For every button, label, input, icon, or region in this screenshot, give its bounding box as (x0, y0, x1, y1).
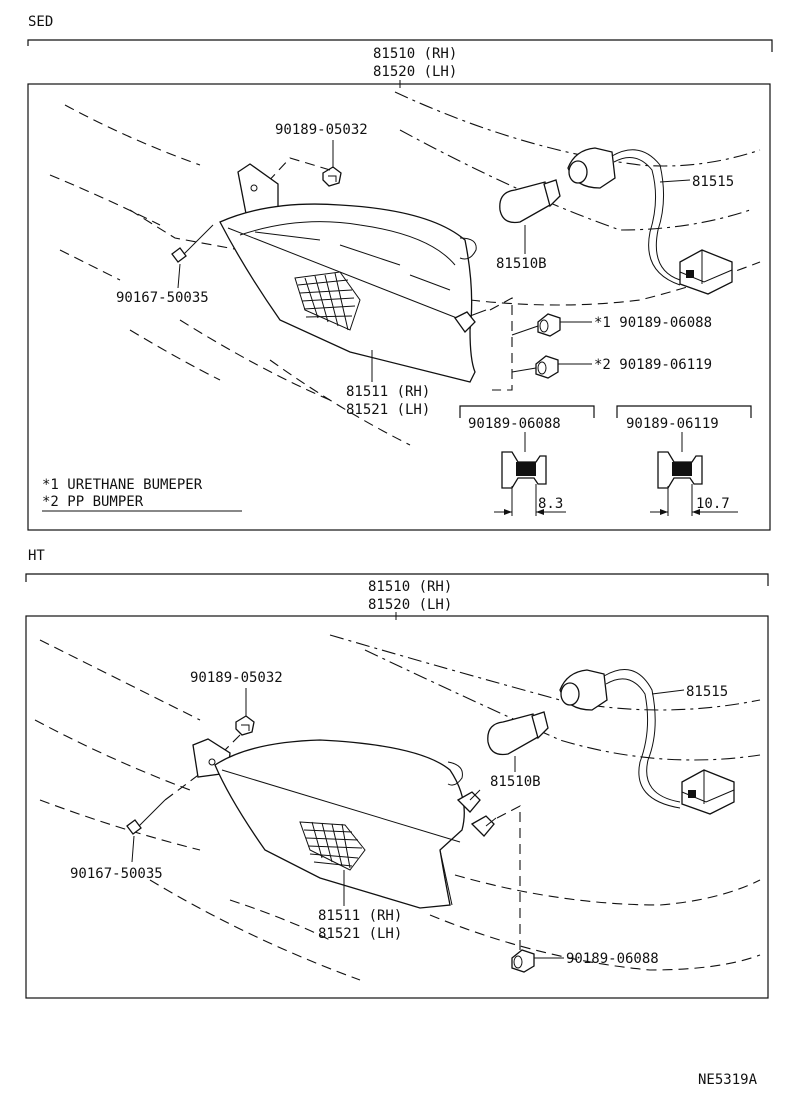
sed-bulb-label: 81510B (496, 256, 547, 272)
ht-socket-leader (651, 689, 685, 695)
sed-screw-leader (177, 263, 181, 289)
ht-body-contours (34, 634, 761, 981)
sed-lens-lh-label: 81521 (LH) (346, 402, 430, 418)
section-label-sed: SED (28, 14, 53, 30)
sed-nut-2-label: *2 90189-06119 (594, 357, 712, 373)
ht-frame (25, 615, 769, 999)
sed-detail-b-title: 90189-06119 (626, 416, 719, 432)
ht-socket-icon (559, 669, 735, 815)
sed-socket-leader (659, 179, 691, 183)
sed-side-lamp-icon (219, 163, 487, 383)
sed-socket-label: 81515 (692, 174, 734, 190)
sed-nut-1-icon (537, 313, 561, 337)
sed-frame (27, 83, 771, 531)
sed-nut-bracket (489, 297, 513, 391)
sed-nut-1-connector (511, 325, 539, 336)
ht-lamp-assy-rh-label: 81510 (RH) (368, 579, 452, 595)
ht-lamp-assy-lh-label: 81520 (LH) (368, 597, 452, 613)
sed-screw-label: 90167-50035 (116, 290, 209, 306)
sed-socket-icon (567, 147, 733, 295)
diagram-code: NE5319A (698, 1072, 758, 1088)
sed-lens-rh-label: 81511 (RH) (346, 384, 430, 400)
ht-nut-dash (214, 734, 241, 761)
sed-nut-top-icon (322, 166, 342, 187)
ht-bulb-label: 81510B (490, 774, 541, 790)
section-label-ht: HT (28, 548, 45, 564)
sed-screw-dash (129, 209, 241, 251)
sed-note-1: *1 URETHANE BUMEPER (42, 477, 203, 493)
ht-bulb-icon (487, 711, 549, 756)
ht-nut-bottom-icon (511, 949, 535, 973)
sed-nut-dash (264, 157, 331, 186)
sed-lamp-assy-rh-label: 81510 (RH) (373, 46, 457, 62)
sed-detail-b-dim: 10.7 (696, 496, 730, 512)
ht-nut-top-label: 90189-05032 (190, 670, 283, 686)
sed-nut-2-connector (511, 367, 537, 373)
sed-nut-top-label: 90189-05032 (275, 122, 368, 138)
ht-bracket (25, 573, 769, 586)
sed-detail-b: 90189-06119 10.7 (616, 405, 752, 516)
sed-body-contours (49, 91, 761, 446)
sed-nut-1-label: *1 90189-06088 (594, 315, 712, 331)
ht-lens-lh-label: 81521 (LH) (318, 926, 402, 942)
section-sed: SED 81510 (RH) 81520 (LH) 90189-05032 (27, 14, 773, 531)
ht-nut-dash (496, 805, 521, 950)
ht-screw-label: 90167-50035 (70, 866, 163, 882)
ht-socket-label: 81515 (686, 684, 728, 700)
sed-detail-a-dim: 8.3 (538, 496, 563, 512)
sed-bracket (27, 39, 773, 52)
sed-nut-2-icon (535, 355, 559, 379)
ht-screw-icon (126, 799, 166, 835)
ht-lens-rh-label: 81511 (RH) (318, 908, 402, 924)
ht-screw-leader (131, 835, 135, 863)
sed-lamp-assy-lh-label: 81520 (LH) (373, 64, 457, 80)
ht-nut-bottom-label: 90189-06088 (566, 951, 659, 967)
sed-detail-a: 90189-06088 8.3 (459, 405, 595, 516)
sed-bulb-icon (499, 179, 561, 224)
sed-detail-a-title: 90189-06088 (468, 416, 561, 432)
section-ht: HT 81510 (RH) 81520 (LH) 90189-05032 (25, 548, 769, 999)
ht-side-lamp-icon (192, 738, 497, 909)
sed-note-2: *2 PP BUMPER (42, 494, 144, 510)
sed-screw-icon (171, 224, 214, 263)
ht-nut-top-icon (235, 715, 255, 736)
